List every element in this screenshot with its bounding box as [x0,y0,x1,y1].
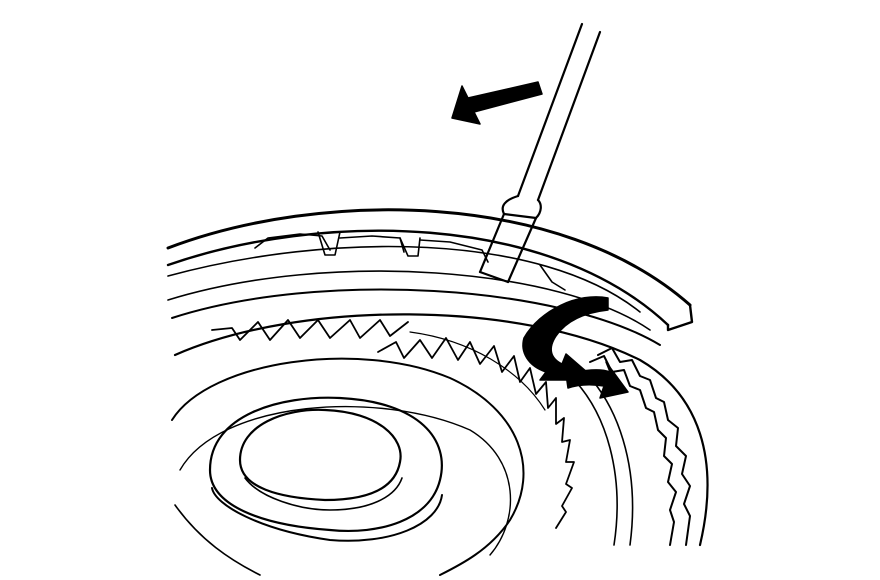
snap-ring [166,208,694,332]
drum-spline-teeth [254,231,566,291]
arrow-icon [451,81,543,125]
hub-rings [171,357,525,576]
screwdriver-tool [478,22,602,284]
curved-arrow-icon [522,296,629,399]
drum-housing [167,270,709,547]
friction-plate-teeth [211,319,575,529]
